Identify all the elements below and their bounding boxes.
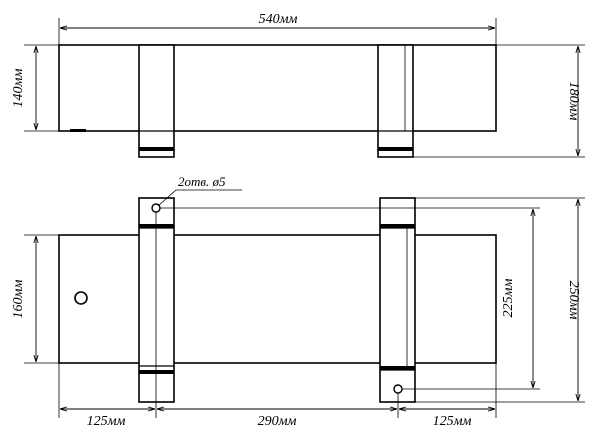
bottom-view: 2отв. ø5 160мм 225мм 250мм 125мм 290мм 1… — [11, 174, 585, 429]
top-right-bracket — [377, 44, 414, 158]
dim-label-125-right: 125мм — [433, 414, 472, 429]
dim-label-225: 225мм — [501, 279, 516, 318]
bottom-right-bracket — [379, 197, 416, 403]
dim-label-125-left: 125мм — [87, 414, 126, 429]
dim-label-290: 290мм — [258, 414, 297, 429]
dim-label-140: 140мм — [11, 69, 26, 108]
dim-label-540: 540мм — [259, 12, 298, 27]
dim-label-250: 250мм — [566, 281, 581, 320]
body-hole — [74, 291, 88, 305]
top-body — [58, 44, 497, 132]
bottom-left-bracket — [138, 197, 175, 403]
dim-label-160: 160мм — [11, 280, 26, 319]
dim-label-180: 180мм — [566, 82, 581, 121]
top-nub — [70, 129, 86, 132]
top-view: 540мм 140мм 180мм — [11, 12, 585, 158]
top-left-bracket — [138, 44, 175, 158]
holes-note: 2отв. ø5 — [178, 174, 226, 189]
bottom-body — [58, 234, 497, 364]
right-mount-hole — [393, 384, 403, 394]
